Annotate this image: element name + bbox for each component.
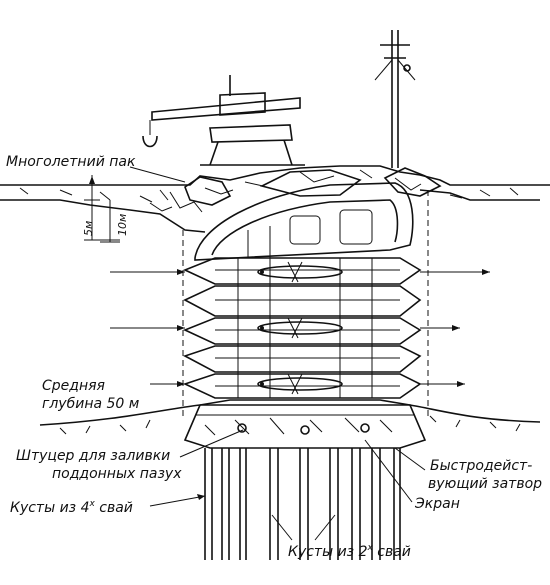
label-average-depth-1: Средняя [42,378,105,394]
crane [142,75,305,166]
label-quick-gate-1: Быстродейст- [430,458,532,474]
boundary-dashed [182,190,429,420]
ice-surface [0,165,550,233]
submarines [257,261,343,395]
label-piles-2: Кусты из 2х свай [288,543,411,560]
mast [374,30,416,168]
label-nozzle-2: поддонных пазух [52,466,182,482]
piles [204,448,401,560]
upper-hull [194,182,414,261]
label-nozzle-1: Штуцер для заливки [16,448,170,464]
label-average-depth-2: глубина 50 м [42,396,140,412]
leader-lines [129,166,426,541]
seabed [39,399,541,435]
label-depth-5m: 5м [82,221,95,236]
label-piles-4: Кусты из 4х свай [10,499,133,516]
foundation [183,404,427,449]
flow-arrows [110,269,490,387]
deck-tiers [182,257,422,399]
label-quick-gate-2: вующий затвор [428,476,542,492]
label-perennial-ice: Многолетний пак [6,154,136,170]
label-depth-10m: 10м [116,214,129,236]
depth-dimensions [84,175,120,243]
label-screen: Экран [414,496,460,512]
